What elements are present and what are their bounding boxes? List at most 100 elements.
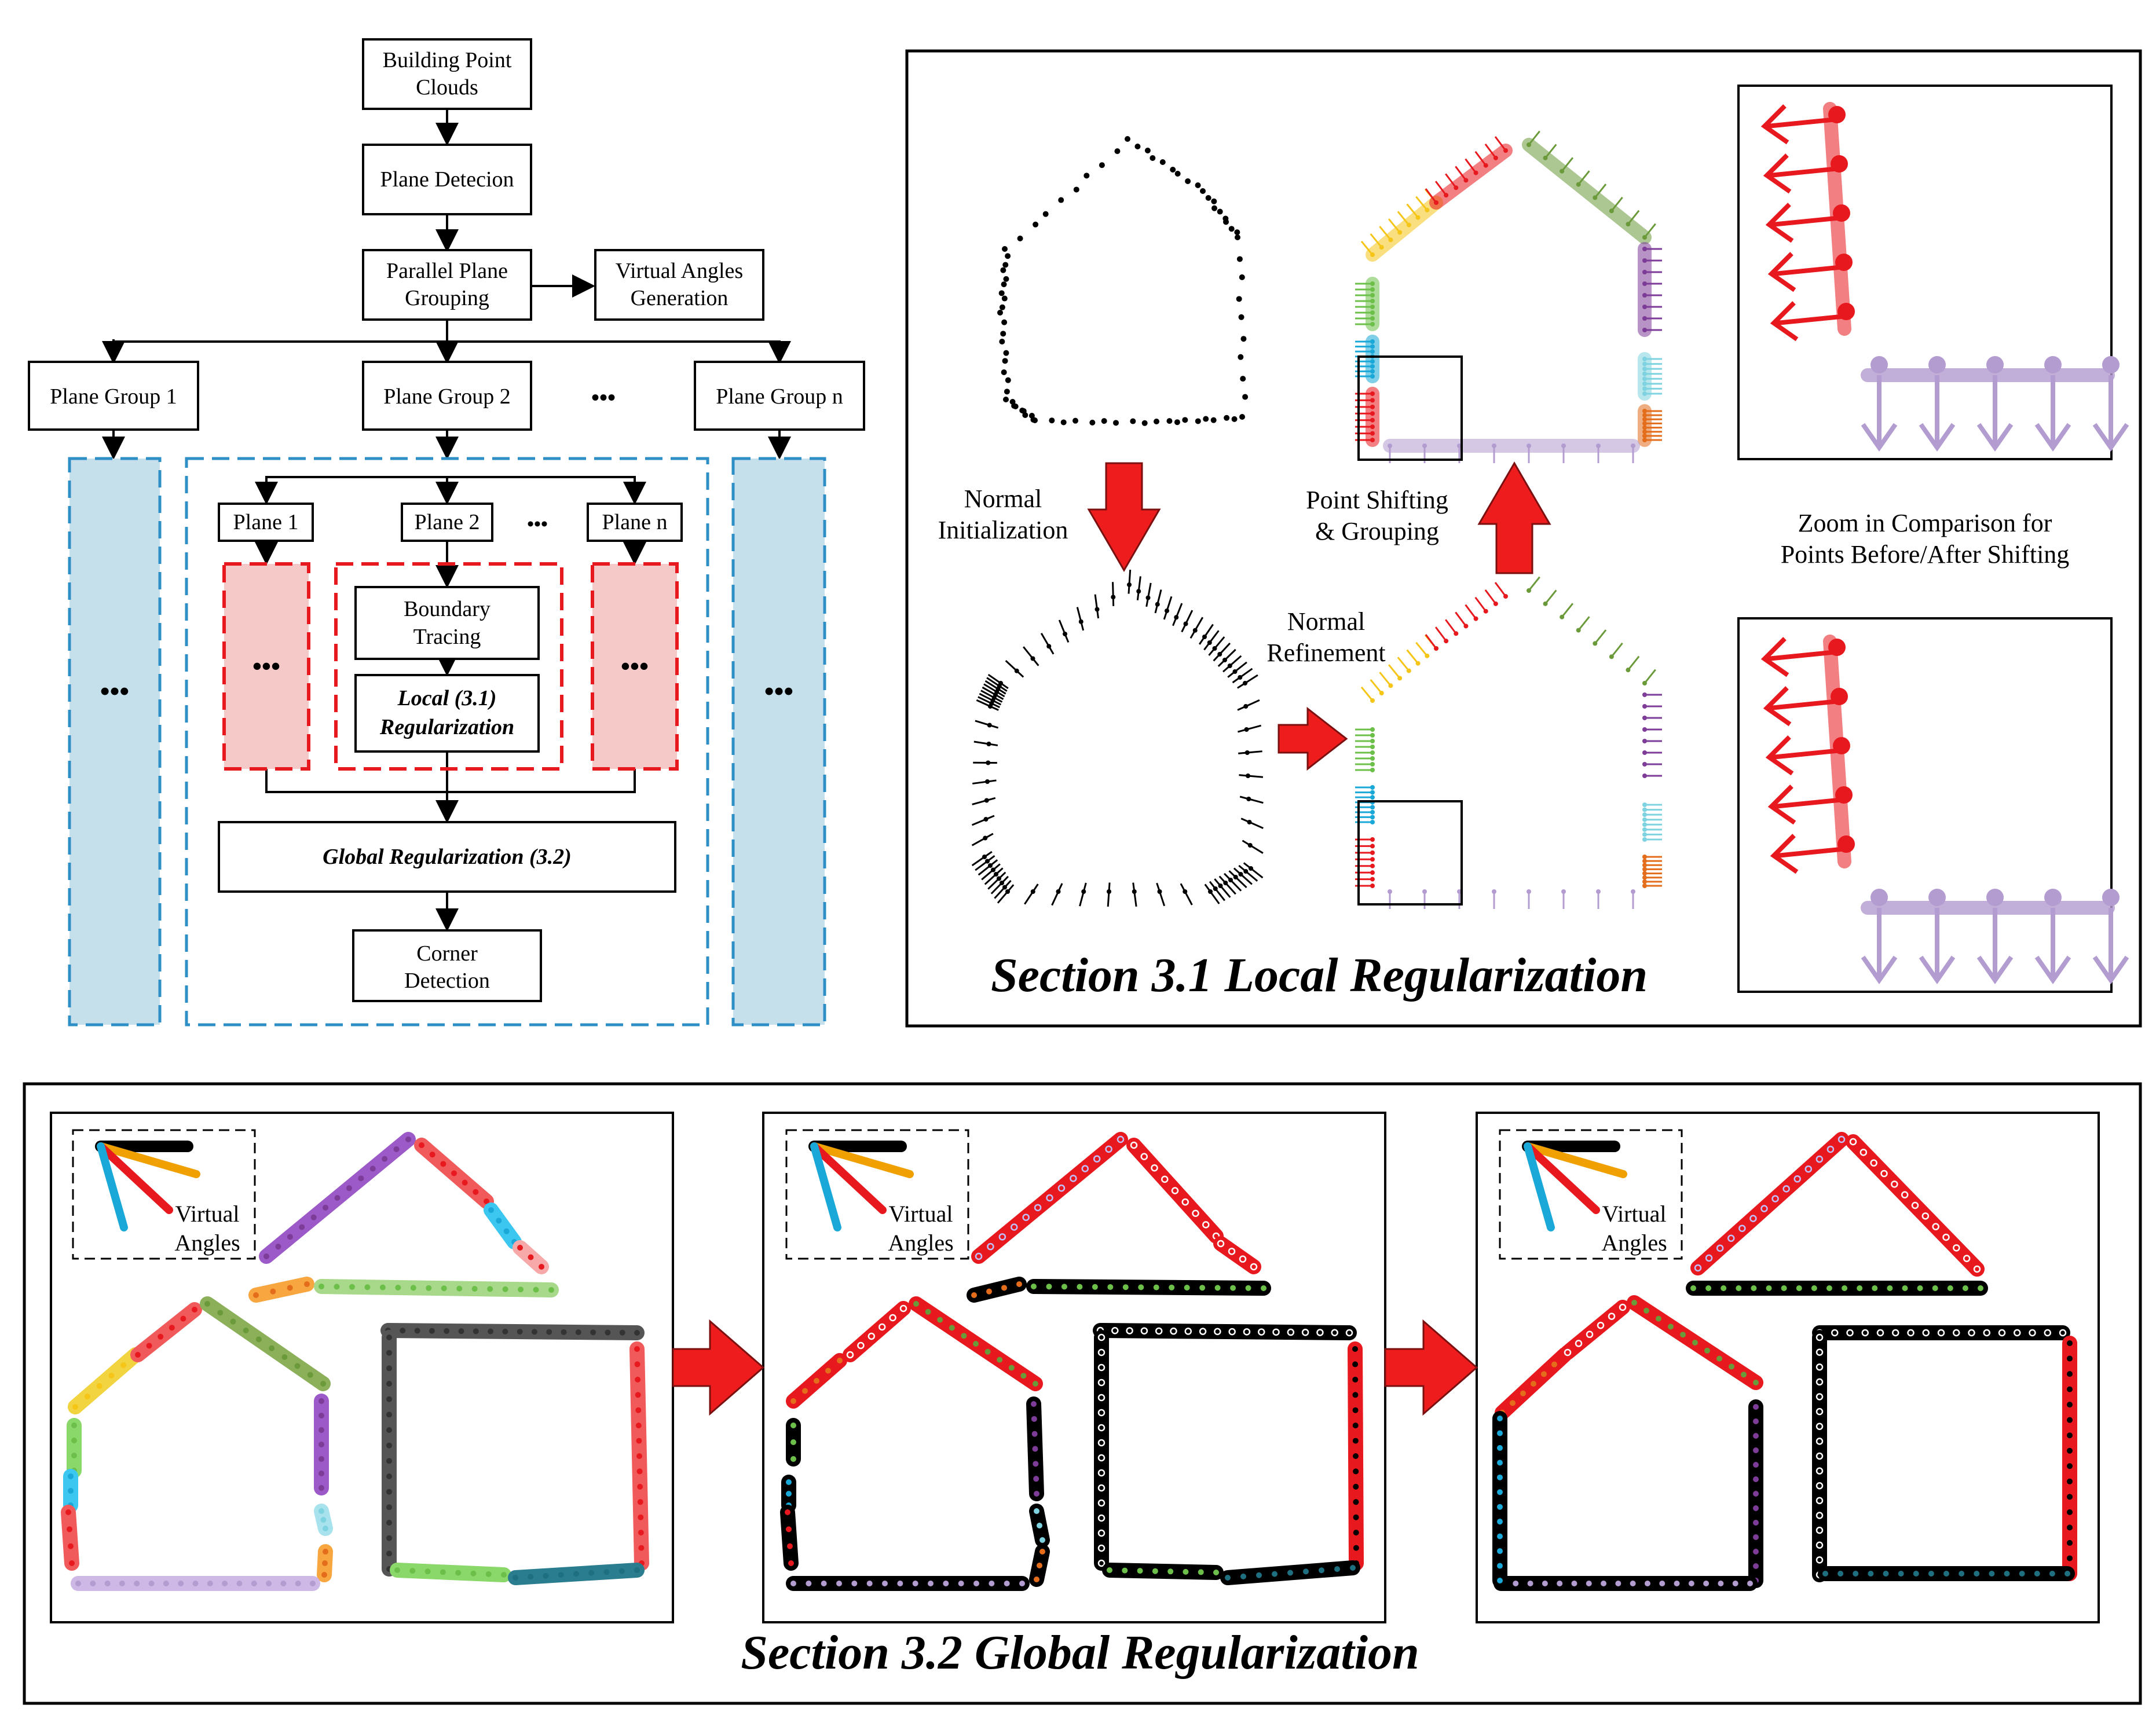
segment-point	[1004, 1581, 1010, 1586]
segment-point	[1597, 1321, 1605, 1329]
normal-line	[1415, 196, 1428, 211]
normal-point	[1223, 881, 1228, 885]
plane-detection-label: Plane Detecion	[380, 167, 514, 192]
normal-point	[986, 742, 991, 746]
plane-1-label: Plane 1	[233, 510, 299, 534]
virtual-angles-line1: Virtual	[1602, 1201, 1667, 1227]
normal-line	[1434, 181, 1447, 196]
plane-group-n-ellipsis: •••	[764, 676, 793, 707]
plane-group-1-column	[68, 457, 162, 1027]
normal-point	[1370, 322, 1375, 327]
normal-point	[1132, 889, 1137, 894]
segment-point	[1171, 1187, 1179, 1194]
normal-line	[1224, 873, 1242, 892]
normal-point	[991, 867, 995, 873]
segment-point	[636, 1453, 642, 1459]
normal-point	[1370, 850, 1375, 855]
raw-point	[1174, 171, 1181, 177]
segment-point	[825, 1368, 831, 1374]
segment-point	[349, 1284, 355, 1290]
zoom-red-head	[1760, 637, 1789, 677]
raw-point	[1211, 205, 1217, 211]
segment-point	[2067, 1355, 2073, 1362]
segment-point	[1738, 1225, 1746, 1232]
segment-point	[1497, 1460, 1503, 1466]
normal-line	[1627, 655, 1640, 671]
segment-point	[2067, 1555, 2073, 1561]
segment-point	[1352, 1376, 1359, 1383]
raw-point	[1144, 148, 1151, 153]
segment-point	[419, 1142, 424, 1148]
segment-point	[1184, 1328, 1192, 1335]
segment-point	[1077, 1284, 1083, 1290]
segment-point	[2014, 1329, 2021, 1337]
segment-point	[1107, 1567, 1112, 1573]
segment-point	[148, 1581, 155, 1586]
segment-point	[67, 1526, 72, 1533]
segment-point	[68, 1488, 74, 1494]
segment-point	[1782, 1185, 1790, 1193]
zoom-lilac-point	[2102, 889, 2120, 906]
normal-point	[1642, 371, 1647, 376]
segment-point	[501, 1572, 507, 1578]
segment-point	[1097, 1394, 1106, 1402]
segment-point	[1643, 1307, 1649, 1314]
angle-red	[97, 1142, 173, 1214]
zoom-lilac-point	[1928, 356, 1946, 373]
normal-line	[1379, 226, 1392, 241]
normal-point	[1642, 361, 1647, 366]
normal-point	[1370, 837, 1375, 842]
raw-point	[999, 304, 1005, 310]
segment-bar	[1846, 1134, 1985, 1277]
plane-group-n-label: Plane Group n	[716, 384, 843, 409]
normal-point	[1370, 884, 1375, 888]
virtual-angles-generation-box	[594, 249, 764, 321]
segment-point	[1815, 1497, 1824, 1505]
segment-point	[1352, 1361, 1359, 1368]
segment-point	[1974, 1571, 1980, 1577]
segment-point	[1225, 1575, 1231, 1581]
segment-point	[636, 1438, 642, 1444]
segment-point	[462, 1179, 468, 1186]
segment-point	[471, 1286, 478, 1292]
segment-point	[1815, 1393, 1824, 1401]
segment-point	[163, 1581, 169, 1586]
normal-point	[1642, 859, 1647, 864]
segment-point	[1520, 1390, 1526, 1396]
segment-point	[1736, 1285, 1742, 1291]
point-shifting-line1: Point Shifting	[1306, 486, 1448, 514]
zoom-red-normal	[1769, 166, 1840, 178]
segment-point	[925, 1308, 931, 1315]
segment-point	[322, 1560, 328, 1566]
segment-point	[358, 1175, 364, 1182]
segment-point	[441, 1285, 447, 1292]
normal-point	[1370, 844, 1375, 849]
normal-line	[987, 871, 1006, 890]
global-regularization-label: Global Regularization (3.2)	[323, 845, 572, 869]
segment-point	[440, 1161, 446, 1167]
segment-point	[334, 1284, 340, 1290]
normal-line	[1239, 774, 1264, 778]
raw-point	[1195, 418, 1201, 424]
segment-point	[1959, 1571, 1965, 1577]
segment-point	[1513, 1581, 1519, 1586]
zoom-red-normal	[1774, 797, 1844, 809]
segment-point	[1034, 1508, 1039, 1514]
normal-line	[1379, 672, 1392, 687]
segment-point	[1097, 1363, 1106, 1372]
zoom-red-point	[1831, 155, 1848, 173]
segment-point	[1861, 1329, 1869, 1337]
normal-point	[1561, 443, 1566, 448]
plane-n-label: Plane n	[602, 510, 668, 534]
segment-point	[485, 1571, 492, 1577]
normal-point	[1046, 644, 1052, 649]
normal-point	[1370, 785, 1375, 790]
segment-point	[1688, 1581, 1694, 1586]
segment-point	[1815, 1512, 1824, 1519]
normal-line	[1577, 170, 1590, 185]
segment-point	[488, 1207, 494, 1213]
segment-point	[1107, 1284, 1114, 1290]
segment-point	[2067, 1463, 2073, 1469]
